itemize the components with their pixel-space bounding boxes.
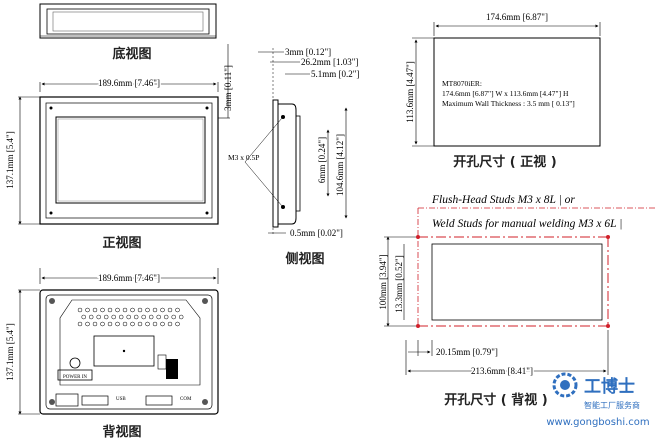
vent-hole — [175, 321, 180, 327]
bottom-view-title: 底视图 — [112, 46, 151, 62]
vent-hole — [111, 314, 116, 320]
vent-hole — [133, 314, 139, 320]
back-view-title: 背视图 — [102, 424, 141, 440]
vent-hole — [100, 307, 105, 313]
vent-hole — [107, 307, 113, 313]
power-in-label: POWER IN — [63, 375, 87, 380]
side-screw-label: M3 x 0.5P — [228, 153, 259, 162]
vent-hole — [175, 307, 180, 313]
cutout-width-dim: 174.6mm [6.87"] — [486, 12, 548, 22]
cutout-note-wall: Maximum Wall Thickness : 3.5 mm [ 0.13"] — [442, 99, 575, 108]
vent-hole — [137, 321, 143, 327]
cutout-note-size: 174.6mm [6.87"] W x 113.6mm [4.47"] H — [442, 89, 569, 98]
watermark-brand: 工博士 — [584, 376, 635, 397]
com-label: COM — [180, 397, 192, 402]
watermark-url: www.gongboshi.com — [546, 417, 649, 428]
vent-hole — [167, 307, 173, 313]
front-view-title: 正视图 — [102, 235, 141, 251]
side-dim-bottom: 0.5mm [0.02"] — [290, 228, 343, 238]
vent-hole — [92, 321, 98, 327]
vent-hole — [103, 314, 109, 320]
cutout-back: Flush-Head Studs M3 x 8L | or Weld Studs… — [378, 194, 656, 408]
vent-hole — [160, 321, 165, 327]
cutout-note-model: MT8070iER: — [442, 79, 482, 88]
vent-hole — [92, 307, 98, 313]
stud-note-line1: Flush-Head Studs M3 x 8L | or — [431, 194, 575, 206]
vent-hole — [167, 321, 173, 327]
vent-hole — [163, 314, 169, 320]
side-view-title: 侧视图 — [285, 251, 324, 267]
vent-hole — [126, 314, 131, 320]
cutout-front: 174.6mm [6.87"] 113.6mm [4.47"] MT8070iE… — [405, 12, 601, 170]
side-view: 3mm [0.12"] 26.2mm [1.03"] 5.1mm [0.2"] … — [228, 47, 359, 267]
vent-holes — [77, 307, 184, 327]
side-dim-5mm: 5.1mm [0.2"] — [311, 69, 359, 79]
vent-hole — [77, 307, 83, 313]
vent-hole — [96, 314, 101, 320]
vent-hole — [148, 314, 154, 320]
vent-hole — [85, 321, 90, 327]
front-width-dim: 189.6mm [7.46"] — [98, 78, 160, 88]
cutout-back-title: 开孔尺寸 ( 背视 ) — [444, 392, 547, 408]
vent-hole — [81, 314, 86, 320]
side-dim-104mm: 104.6mm [4.12"] — [335, 134, 345, 196]
vent-hole — [107, 321, 113, 327]
watermark-tagline: 智能工厂服务商 — [584, 400, 640, 410]
back-height-dim: 137.1mm [5.4"] — [5, 323, 15, 380]
vent-hole — [171, 314, 176, 320]
vent-hole — [145, 321, 150, 327]
side-dim-3mm: 3mm [0.12"] — [285, 47, 331, 57]
bottom-view: 底视图 — [39, 3, 217, 62]
side-dim-26mm: 26.2mm [1.03"] — [301, 57, 358, 67]
vent-hole — [156, 314, 161, 320]
vent-hole — [118, 314, 124, 320]
vent-hole — [130, 307, 135, 313]
stud-x-offset-dim: 20.15mm [0.79"] — [436, 347, 498, 357]
front-depth-dim: 3mm [0.11"] — [223, 65, 233, 111]
front-view: 189.6mm [7.46"] 137.1mm [5.4"] 3mm [0.11… — [5, 44, 233, 251]
vent-hole — [100, 321, 105, 327]
gear-logo-icon — [552, 372, 578, 398]
vent-hole — [178, 314, 184, 320]
vent-hole — [85, 307, 90, 313]
watermark: 工博士 智能工厂服务商 www.gongboshi.com — [546, 372, 650, 428]
stud-height-dim: 100mm [3.94"] — [378, 254, 388, 309]
front-height-dim: 137.1mm [5.4"] — [5, 131, 15, 188]
vent-hole — [88, 314, 94, 320]
side-dim-6mm: 6mm [0.24"] — [317, 137, 327, 183]
cutout-front-title: 开孔尺寸 ( 正视 ) — [453, 154, 556, 170]
vent-hole — [130, 321, 135, 327]
vent-hole — [152, 307, 158, 313]
vent-hole — [122, 321, 128, 327]
vent-hole — [115, 307, 120, 313]
vent-hole — [122, 307, 128, 313]
vent-hole — [77, 321, 83, 327]
vent-hole — [160, 307, 165, 313]
vent-hole — [145, 307, 150, 313]
stud-note-line2: Weld Studs for manual welding M3 x 6L | — [432, 218, 622, 230]
vent-hole — [152, 321, 158, 327]
stud-width-dim: 213.6mm [8.41"] — [471, 366, 533, 376]
vent-hole — [141, 314, 146, 320]
usb-label: USB — [116, 397, 126, 402]
back-width-dim: 189.6mm [7.46"] — [98, 273, 160, 283]
back-view: 189.6mm [7.46"] 137.1mm [5.4"] POWER IN … — [5, 268, 219, 440]
stud-offset-dim: 13.3mm [0.52"] — [394, 255, 404, 312]
vent-hole — [137, 307, 143, 313]
cutout-height-dim: 113.6mm [4.47"] — [405, 61, 415, 123]
vent-hole — [115, 321, 120, 327]
